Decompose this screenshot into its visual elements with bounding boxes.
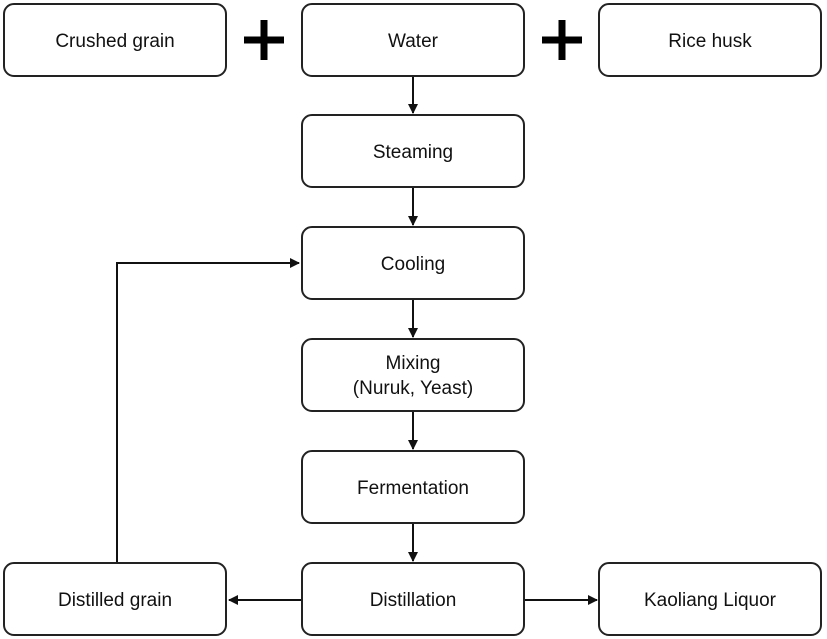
node-kaoliang-liquor: Kaoliang Liquor <box>598 562 822 636</box>
node-kaoliang-liquor-label: Kaoliang Liquor <box>644 590 777 611</box>
node-rice-husk: Rice husk <box>598 3 822 77</box>
plus-icon-right <box>542 20 582 60</box>
arrow-distilled-grain-to-cooling <box>116 258 300 562</box>
node-cooling: Cooling <box>301 226 525 300</box>
node-water-label: Water <box>388 31 439 52</box>
node-mixing-label-line2: (Nuruk, Yeast) <box>353 378 473 399</box>
node-fermentation-label: Fermentation <box>357 478 469 499</box>
node-distilled-grain: Distilled grain <box>3 562 227 636</box>
node-fermentation: Fermentation <box>301 450 525 524</box>
plus-icon-left <box>244 20 284 60</box>
node-distillation: Distillation <box>301 562 525 636</box>
node-steaming: Steaming <box>301 114 525 188</box>
node-distilled-grain-label: Distilled grain <box>58 590 172 611</box>
node-mixing-label-line1: Mixing <box>386 353 441 374</box>
node-crushed-grain-label: Crushed grain <box>55 31 174 52</box>
node-rice-husk-label: Rice husk <box>668 31 752 52</box>
node-cooling-label: Cooling <box>381 254 445 275</box>
node-distillation-label: Distillation <box>370 590 457 611</box>
node-mixing: Mixing (Nuruk, Yeast) <box>301 338 525 412</box>
node-water: Water <box>301 3 525 77</box>
node-steaming-label: Steaming <box>373 142 453 163</box>
node-crushed-grain: Crushed grain <box>3 3 227 77</box>
